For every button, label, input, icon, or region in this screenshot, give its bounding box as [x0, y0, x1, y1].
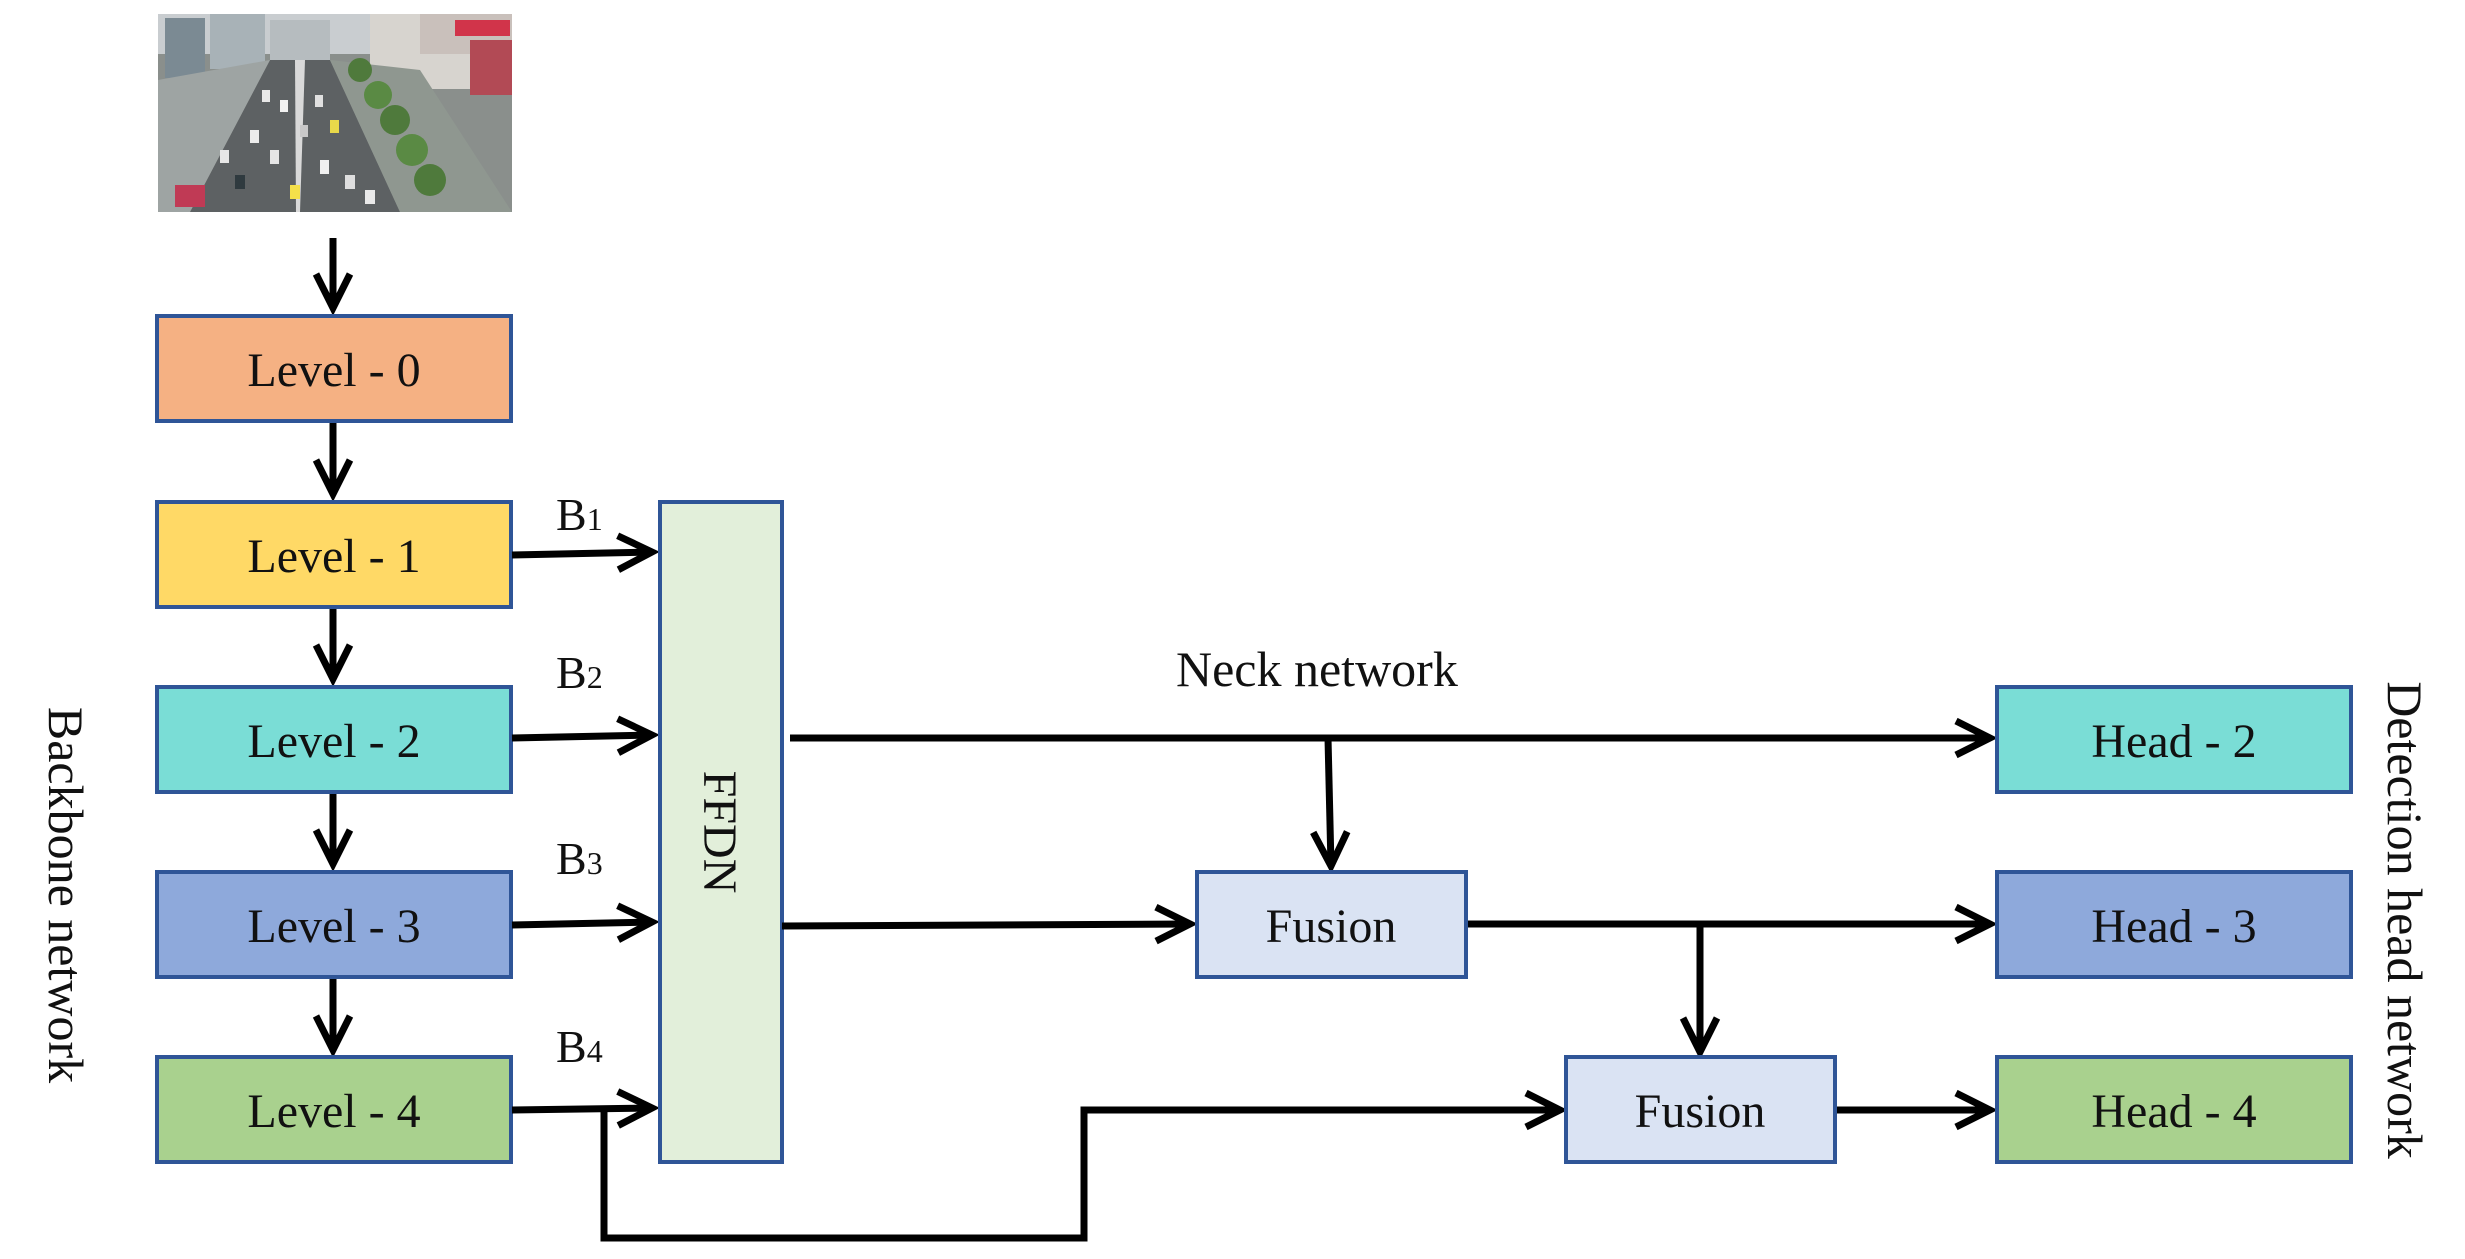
level-1-box: Level - 1 [155, 500, 513, 609]
level-0-box: Level - 0 [155, 314, 513, 423]
level-0-label: Level - 0 [247, 344, 420, 397]
arrow-b1 [511, 552, 652, 555]
level-3-label: Level - 3 [247, 900, 420, 953]
head-3-label: Head - 3 [2091, 900, 2256, 953]
backbone-network-label: Backbone network [38, 706, 94, 1084]
arrow-ffdn-to-fusion1 [781, 924, 1190, 926]
head-2-label: Head - 2 [2091, 715, 2256, 768]
arrow-b4 [511, 1108, 652, 1110]
ffdn-label: FFDN [693, 771, 746, 894]
fusion-1-box: Fusion [1195, 870, 1468, 979]
head-2-box: Head - 2 [1995, 685, 2353, 794]
head-4-label: Head - 4 [2091, 1085, 2256, 1138]
head-3-box: Head - 3 [1995, 870, 2353, 979]
level-2-rect [155, 685, 513, 794]
level-1-label: Level - 1 [247, 530, 420, 583]
ffdn-rect [658, 500, 784, 1164]
arrow-to-fusion1 [1328, 737, 1331, 866]
level-3-rect [155, 870, 513, 979]
detection-head-network-label: Detection head network [2377, 681, 2433, 1159]
fusion-2-label: Fusion [1635, 1085, 1766, 1138]
branch-label-b2: B2 [556, 647, 603, 698]
branch-label-b1: B1 [556, 489, 603, 540]
head-4-rect [1995, 1055, 2353, 1164]
branch-arrows [511, 552, 652, 1110]
ffdn-box: FFDN [658, 500, 784, 1164]
fusion-2-rect [1564, 1055, 1837, 1164]
level-4-rect [155, 1055, 513, 1164]
level-4-label: Level - 4 [247, 1085, 420, 1138]
branch-label-b4: B4 [556, 1021, 603, 1072]
fusion-2-box: Fusion [1564, 1055, 1837, 1164]
level-2-box: Level - 2 [155, 685, 513, 794]
fusion-1-rect [1195, 870, 1468, 979]
fusion-1-label: Fusion [1266, 900, 1397, 953]
arrow-b3 [511, 922, 652, 925]
head-4-box: Head - 4 [1995, 1055, 2353, 1164]
neck-network-label: Neck network [1176, 641, 1458, 697]
level-0-rect [155, 314, 513, 423]
neck-arrows [600, 737, 1990, 1242]
head-3-rect [1995, 870, 2353, 979]
arrow-b2 [511, 735, 652, 738]
head-2-rect [1995, 685, 2353, 794]
level-3-box: Level - 3 [155, 870, 513, 979]
input-image [158, 14, 512, 212]
arrow-level4-to-fusion2 [600, 1110, 1560, 1242]
level-4-box: Level - 4 [155, 1055, 513, 1164]
level-1-rect [155, 500, 513, 609]
branch-label-b3: B3 [556, 833, 603, 884]
level-2-label: Level - 2 [247, 715, 420, 768]
